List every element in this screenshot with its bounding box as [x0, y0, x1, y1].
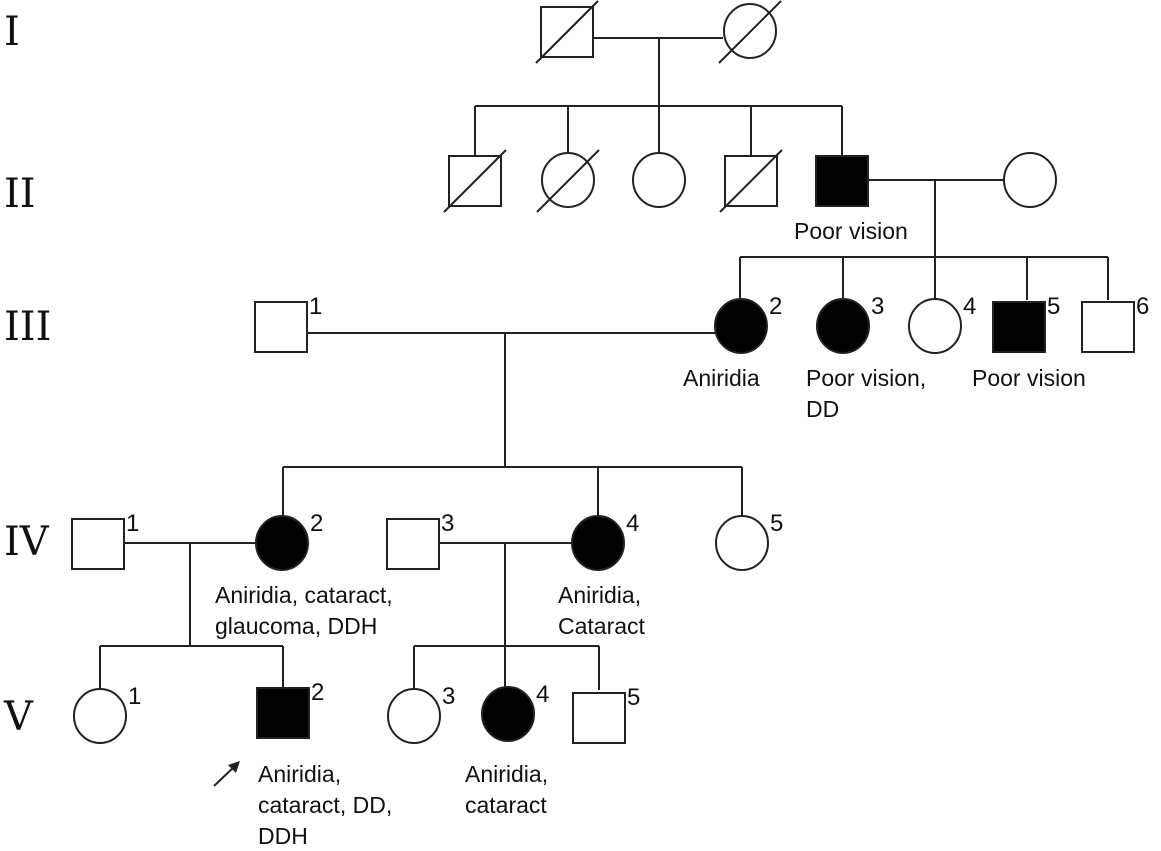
individual-III-6: 6 — [1081, 293, 1149, 353]
individual-number: 3 — [441, 510, 454, 537]
deceased-slash — [443, 149, 507, 213]
individual-number: 3 — [871, 293, 884, 320]
phenotype-note: Aniridia, cataract, — [215, 582, 393, 608]
individual-IV-3: 3 — [386, 510, 454, 570]
proband-arrowhead-icon — [228, 761, 240, 773]
individual-number: 2 — [311, 679, 324, 706]
individual-III-4: 4 — [908, 293, 976, 354]
unaffected-female-symbol — [73, 688, 127, 744]
phenotype-note: Aniridia, — [558, 582, 641, 608]
individual-IV-5: 5 — [715, 510, 783, 571]
individual-III-1: 1 — [254, 293, 322, 353]
generation-label-II: II — [4, 171, 36, 217]
unaffected-male-symbol — [572, 692, 626, 744]
phenotype-note: Poor vision — [794, 218, 908, 244]
individual-number: 5 — [1047, 293, 1060, 320]
phenotype-note: glaucoma, DDH — [215, 613, 377, 639]
deceased-slash — [718, 0, 782, 64]
individual-II-c — [632, 152, 686, 208]
individual-number: 5 — [627, 684, 640, 711]
phenotype-note: cataract, DD, — [258, 792, 392, 818]
individual-II-b — [536, 149, 600, 213]
individual-II-e: Poor vision — [794, 155, 908, 244]
phenotype-note: DDH — [258, 823, 308, 849]
individual-number: 5 — [770, 510, 783, 537]
individual-number: 3 — [442, 683, 455, 710]
individual-II-d — [719, 149, 783, 213]
individual-I-b — [718, 0, 782, 64]
deceased-slash — [719, 149, 783, 213]
individual-number: 1 — [128, 683, 141, 710]
individual-II-f — [1003, 152, 1057, 208]
unaffected-female-symbol — [715, 515, 769, 571]
unaffected-male-symbol — [1081, 301, 1135, 353]
individual-number: 4 — [626, 510, 639, 537]
unaffected-female-symbol — [632, 152, 686, 208]
unaffected-male-symbol — [71, 518, 125, 570]
phenotype-note: Aniridia — [683, 365, 760, 391]
individual-V-1: 1 — [73, 683, 141, 744]
individual-IV-1: 1 — [71, 510, 139, 570]
affected-male-symbol — [256, 687, 310, 739]
affected-male-symbol — [815, 155, 869, 207]
unaffected-male-symbol — [254, 301, 308, 353]
generation-label-III: III — [4, 304, 51, 350]
phenotype-note: Aniridia, — [258, 761, 341, 787]
individual-number: 2 — [310, 510, 323, 537]
phenotype-note: Aniridia, — [465, 761, 548, 787]
generation-label-IV: IV — [4, 519, 50, 565]
affected-female-symbol — [816, 298, 870, 354]
phenotype-note: Poor vision — [972, 365, 1086, 391]
individual-I-a — [535, 0, 599, 64]
individual-number: 2 — [769, 293, 782, 320]
phenotype-note: Cataract — [558, 613, 646, 639]
deceased-slash — [536, 149, 600, 213]
individual-II-a — [443, 149, 507, 213]
individual-number: 1 — [126, 510, 139, 537]
individual-number: 6 — [1136, 293, 1149, 320]
individual-number: 4 — [963, 293, 976, 320]
affected-female-symbol — [255, 515, 309, 571]
unaffected-female-symbol — [1003, 152, 1057, 208]
individual-number: 4 — [536, 681, 549, 708]
generation-label-V: V — [3, 694, 34, 740]
unaffected-male-symbol — [386, 518, 440, 570]
deceased-slash — [535, 0, 599, 64]
affected-female-symbol — [481, 686, 535, 742]
unaffected-female-symbol — [908, 298, 962, 354]
affected-female-symbol — [714, 298, 768, 354]
generation-label-I: I — [4, 9, 20, 55]
unaffected-female-symbol — [387, 688, 441, 744]
phenotype-note: Poor vision, — [806, 365, 926, 391]
individual-V-5: 5 — [572, 684, 640, 744]
phenotype-note: cataract — [465, 792, 547, 818]
phenotype-note: DD — [806, 396, 839, 422]
affected-male-symbol — [992, 301, 1046, 353]
individual-number: 1 — [309, 293, 322, 320]
individual-V-3: 3 — [387, 683, 455, 744]
affected-female-symbol — [571, 515, 625, 571]
